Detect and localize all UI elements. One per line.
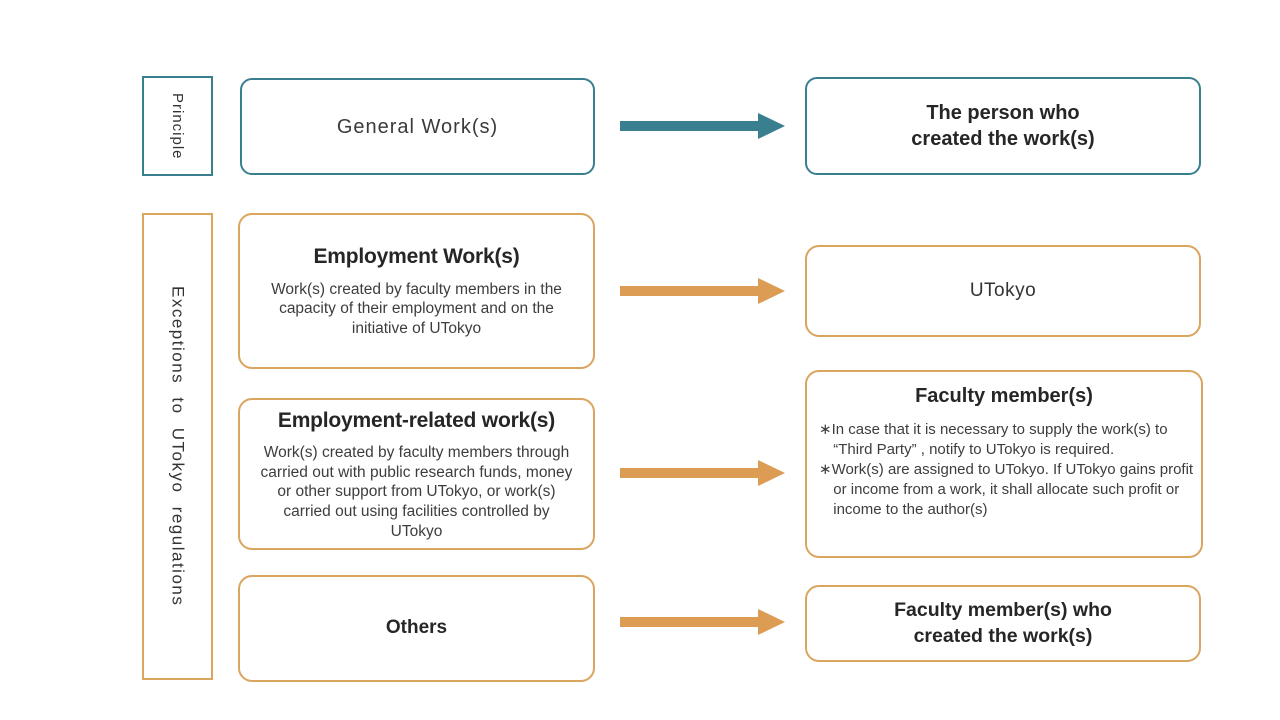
utokyo-box: UTokyo [805, 245, 1201, 337]
general-works-box: General Work(s) [240, 78, 595, 175]
box-description: Work(s) created by faculty members in th… [271, 280, 562, 337]
faculty-members-box: Faculty member(s) ∗In case that it is ne… [805, 370, 1203, 558]
box-description: Work(s) created by faculty members throu… [260, 443, 573, 540]
box-title: Faculty member(s) [915, 385, 1093, 407]
employment-works-box: Employment Work(s) Work(s) created by fa… [238, 213, 595, 369]
arrow-related-to-faculty-icon [620, 460, 785, 486]
principle-label-box: Principle [142, 76, 213, 176]
arrow-others-to-faculty-who-icon [620, 609, 785, 635]
note-item: ∗In case that it is necessary to supply … [819, 421, 1168, 458]
box-title: Faculty member(s) who created the work(s… [894, 599, 1112, 647]
employment-related-works-box: Employment-related work(s) Work(s) creat… [238, 398, 595, 550]
principle-label: Principle [169, 92, 186, 160]
box-title: Others [385, 617, 448, 639]
note-item: ∗Work(s) are assigned to UTokyo. If UTok… [819, 460, 1194, 518]
person-who-created-box: The person who created the work(s) [805, 77, 1201, 175]
box-title: General Work(s) [336, 115, 499, 138]
exceptions-label-box: Exceptions to UTokyo regulations [142, 213, 213, 680]
others-box: Others [238, 575, 595, 682]
arrow-general-to-person-icon [620, 113, 785, 139]
box-title: UTokyo [969, 279, 1037, 301]
arrow-employment-to-utokyo-icon [620, 278, 785, 304]
exceptions-label: Exceptions to UTokyo regulations [168, 286, 188, 607]
faculty-notes: ∗In case that it is necessary to supply … [807, 420, 1201, 520]
box-title: Employment Work(s) [313, 245, 520, 269]
box-title: The person who created the work(s) [911, 102, 1095, 150]
faculty-who-created-box: Faculty member(s) who created the work(s… [805, 585, 1201, 662]
box-title: Employment-related work(s) [277, 408, 556, 432]
